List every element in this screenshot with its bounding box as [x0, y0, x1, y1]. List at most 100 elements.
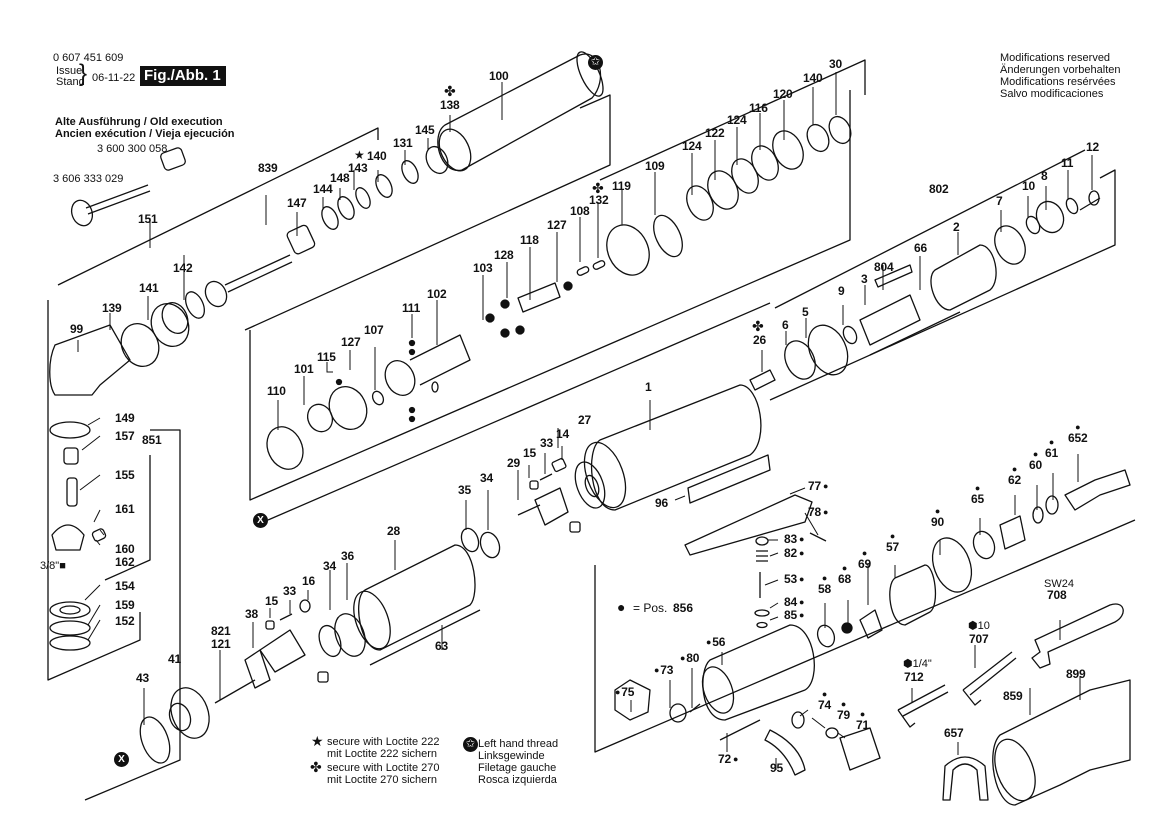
- bracket-lower-left-box: [84, 429, 181, 801]
- old-part-a: 3 600 300 058: [97, 143, 168, 155]
- callout-140a: 140: [367, 149, 387, 163]
- wrench-708: [1031, 603, 1124, 669]
- hex-key-10-size: ⬢10: [968, 620, 990, 632]
- callout-11: 11: [1061, 156, 1074, 170]
- callout-71: 71: [856, 710, 869, 732]
- hex-key-quarter-value: 1/4": [912, 658, 932, 670]
- callout-122: 122: [705, 126, 725, 140]
- callout-69: 69: [858, 549, 871, 571]
- callout-142: 142: [173, 261, 193, 275]
- callout-821: 821: [211, 624, 231, 638]
- callout-6: 6: [782, 318, 789, 332]
- bracket-802: [774, 149, 1086, 309]
- callout-657: 657: [944, 726, 964, 740]
- callout-82: 82: [784, 547, 804, 561]
- callout-152: 152: [115, 614, 135, 628]
- legend-lh-es: Rosca izquierda: [478, 774, 557, 786]
- notice-line-fr: Modifications resérvées: [1000, 76, 1116, 88]
- callout-802: 802: [929, 182, 949, 196]
- callout-57: 57: [886, 532, 899, 554]
- callout-145: 145: [415, 123, 435, 137]
- issue-label-de: Stand: [56, 76, 85, 88]
- callout-127a: 127: [547, 218, 567, 232]
- club-marker-26: ✤: [752, 318, 764, 334]
- callout-30: 30: [829, 57, 842, 71]
- callout-66: 66: [914, 241, 927, 255]
- legend-loctite-222-en: secure with Loctite 222: [327, 736, 440, 748]
- legend-lh-en: Left hand thread: [478, 738, 559, 750]
- callout-34b: 34: [323, 559, 336, 573]
- hex-key-10-value: 10: [977, 620, 990, 632]
- x-connector-marker: X: [253, 513, 268, 528]
- cylinder-1: [590, 384, 762, 511]
- callout-139: 139: [102, 301, 122, 315]
- clip-657: [942, 756, 989, 801]
- callout-147: 147: [287, 196, 307, 210]
- club-marker-132: ✤: [592, 180, 604, 196]
- callout-77: 77: [808, 480, 828, 494]
- left-hand-thread-icon: ✩: [463, 737, 478, 752]
- callout-73: 73: [654, 664, 673, 678]
- callout-99: 99: [70, 322, 83, 336]
- callout-124b: 124: [682, 139, 702, 153]
- callout-103: 103: [473, 261, 493, 275]
- legend-lh-fr: Filetage gauche: [478, 762, 557, 774]
- figure-label: Fig./Abb. 1: [140, 66, 226, 86]
- dot-icon: ●: [617, 599, 626, 615]
- callout-128: 128: [494, 248, 514, 262]
- callout-652: 652: [1068, 423, 1088, 445]
- callout-127b: 127: [341, 335, 361, 349]
- notice-line-en: Modifications reserved: [1000, 52, 1111, 64]
- callout-79: 79: [837, 700, 850, 722]
- hex-key-707: [962, 651, 1017, 706]
- callout-149: 149: [115, 411, 135, 425]
- part-number: 0 607 451 609: [53, 52, 124, 64]
- callout-43: 43: [136, 671, 149, 685]
- club-icon: ✤: [310, 759, 322, 775]
- issue-label: Issue Stand: [56, 66, 85, 88]
- hex-icon: ⬢: [903, 658, 913, 670]
- callout-85: 85: [784, 609, 804, 623]
- callout-68: 68: [838, 564, 851, 586]
- callout-116: 116: [749, 101, 768, 115]
- hex-key-712: [897, 684, 949, 728]
- issue-brace: }: [79, 60, 88, 87]
- callout-143: 143: [348, 161, 368, 175]
- callout-101: 101: [294, 362, 314, 376]
- callout-708: 708: [1047, 588, 1067, 602]
- hex-icon: ⬢: [968, 620, 978, 632]
- callout-804: 804: [874, 260, 894, 274]
- bracket-upper-right: [599, 59, 866, 181]
- callout-35: 35: [458, 483, 471, 497]
- callout-33b: 33: [283, 584, 296, 598]
- modifications-notice: Modifications reserved Änderungen vorbeh…: [1000, 52, 1120, 100]
- callout-859: 859: [1003, 689, 1023, 703]
- callout-1: 1: [645, 380, 652, 394]
- bracket-lower-right-box: [594, 519, 1136, 753]
- callout-41: 41: [168, 652, 181, 666]
- bracket-851-left: [104, 455, 151, 581]
- x-connector-marker-2: X: [114, 752, 129, 767]
- callout-62: 62: [1008, 465, 1021, 487]
- callout-154: 154: [115, 579, 135, 593]
- hose-899: [992, 679, 1131, 806]
- callout-14: 14: [556, 427, 569, 441]
- callout-118: 118: [520, 233, 539, 247]
- callout-36: 36: [341, 549, 354, 563]
- callout-16: 16: [302, 574, 315, 588]
- callout-899: 899: [1066, 667, 1086, 681]
- bracket-top-housing: [47, 300, 141, 681]
- callout-162: 162: [115, 555, 135, 569]
- callout-132: 132: [589, 193, 609, 207]
- callout-107: 107: [364, 323, 384, 337]
- legend-loctite-222-de: mit Loctite 222 sichern: [327, 748, 438, 760]
- callout-15b: 15: [265, 594, 278, 608]
- square-drive-value: 3/8": [40, 560, 60, 572]
- callout-111: 111: [402, 301, 421, 315]
- callout-34a: 34: [480, 471, 493, 485]
- wrench-size: SW24: [1044, 578, 1074, 590]
- legend-loctite-270-de: mit Loctite 270 sichern: [327, 774, 438, 786]
- pos-label: = Pos.: [633, 601, 668, 615]
- star-icon: ★: [311, 733, 324, 749]
- old-execution-title-1: Alte Ausführung / Old execution: [55, 116, 223, 128]
